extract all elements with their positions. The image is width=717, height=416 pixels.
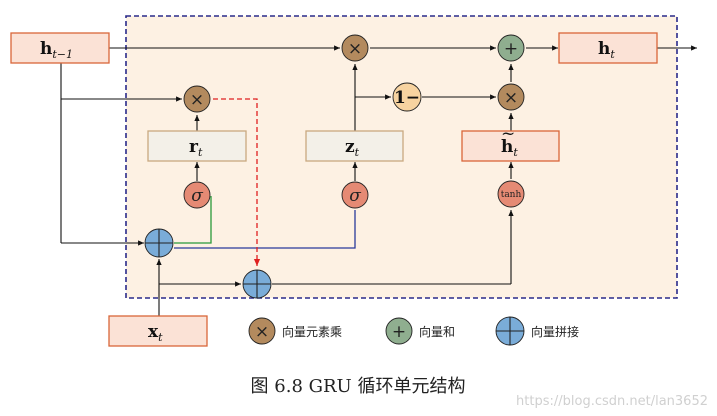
legend-item-add: + 向量和 <box>385 317 455 345</box>
concat-node-lower <box>242 269 272 299</box>
svg-text:ht: ht <box>501 137 518 159</box>
svg-text:1−: 1− <box>394 88 420 108</box>
svg-text:ht: ht <box>598 39 615 61</box>
svg-text:+: + <box>504 39 518 59</box>
tanh-node: tanh <box>497 180 525 208</box>
legend-item-concat: 向量拼接 <box>495 316 579 346</box>
node-z-t: zt <box>305 130 404 162</box>
reset-sigma-node: σ <box>183 181 211 209</box>
update-sigma-node: σ <box>341 181 369 209</box>
svg-text:~: ~ <box>501 124 515 144</box>
one-minus-node: 1− <box>392 82 422 112</box>
svg-text:×: × <box>255 322 269 342</box>
svg-text:×: × <box>348 39 362 59</box>
svg-text:σ: σ <box>191 186 203 206</box>
node-x-t: xt <box>108 315 208 347</box>
reset-gate-line <box>174 196 212 244</box>
reset-multiply-node: × <box>183 85 211 113</box>
svg-text:向量拼接: 向量拼接 <box>531 324 579 339</box>
update-multiply-node: × <box>341 34 369 62</box>
legend-item-multiply: × 向量元素乘 <box>248 317 342 345</box>
output-add-node: + <box>497 34 525 62</box>
node-h-prev: ht−1 <box>10 32 110 64</box>
svg-text:×: × <box>190 90 204 110</box>
node-r-t: rt <box>147 130 247 162</box>
svg-text:+: + <box>392 322 406 342</box>
legend: × 向量元素乘 + 向量和 向量拼接 <box>248 316 579 346</box>
svg-text:向量元素乘: 向量元素乘 <box>282 324 342 339</box>
svg-text:×: × <box>504 88 518 108</box>
svg-text:向量和: 向量和 <box>419 324 455 339</box>
figure-caption: 图 6.8 GRU 循环单元结构 <box>251 376 466 397</box>
update-gate-line <box>174 210 356 249</box>
svg-text:tanh: tanh <box>501 190 522 200</box>
reset-output-dashed-line <box>213 98 261 266</box>
candidate-multiply-node: × <box>497 83 525 111</box>
watermark: https://blog.csdn.net/lan3652 <box>516 394 708 409</box>
node-h-tilde: ht ~ <box>461 124 560 162</box>
svg-text:ht−1: ht−1 <box>40 39 73 61</box>
svg-text:rt: rt <box>189 137 203 159</box>
svg-text:zt: zt <box>345 137 360 159</box>
node-h-t: ht <box>558 32 658 64</box>
concat-node-upper <box>144 228 174 258</box>
connections <box>60 45 697 316</box>
svg-text:xt: xt <box>148 322 163 344</box>
svg-text:σ: σ <box>349 186 361 206</box>
